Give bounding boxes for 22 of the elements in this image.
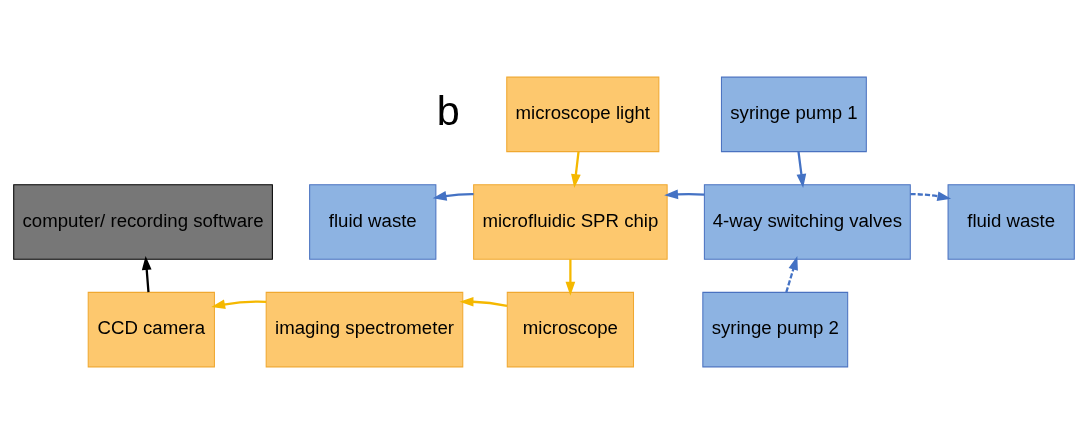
node-box: microscope light (506, 76, 660, 152)
node-box: fluid waste (309, 183, 437, 260)
node-box: fluid waste (947, 183, 1075, 260)
arrow (459, 296, 508, 307)
node-box: syringe pump 1 (720, 76, 867, 152)
node-box: microfluidic SPR chip (473, 183, 668, 260)
node-box: 4-way switching valves (703, 183, 911, 260)
arrow (785, 255, 798, 293)
node-box: CCD camera (87, 291, 215, 367)
arrow (211, 299, 267, 309)
node-box: imaging spectrometer (265, 291, 464, 367)
node-box: computer/ recording software (13, 183, 273, 260)
node-box: syringe pump 2 (702, 291, 849, 367)
arrow (910, 190, 952, 201)
arrow (571, 151, 581, 188)
arrow (796, 151, 807, 188)
arrow (664, 188, 705, 199)
node-box: microscope (506, 291, 634, 367)
arrow (565, 258, 576, 296)
arrow (141, 255, 152, 292)
arrow (432, 190, 474, 201)
label: b (436, 87, 460, 134)
